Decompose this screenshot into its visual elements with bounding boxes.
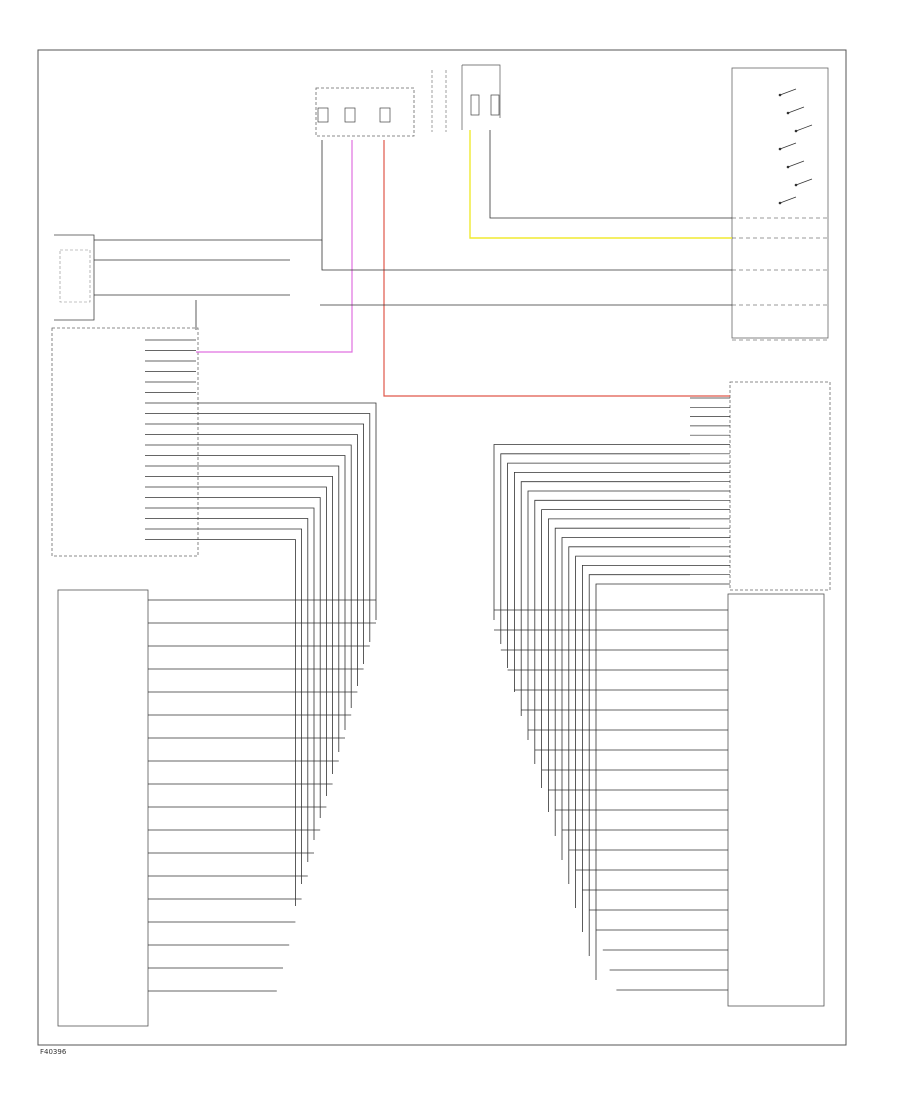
left-bus-wire <box>196 539 296 906</box>
left-bus-wire <box>196 434 358 686</box>
switch-pivot <box>778 93 782 97</box>
switch-contact <box>795 178 813 186</box>
right-bus-wire <box>534 499 690 764</box>
left-bus-wire <box>196 444 352 708</box>
switch-contact <box>795 124 813 132</box>
right-switch-module <box>494 593 825 1007</box>
left-bus-wire <box>196 413 371 642</box>
diagram-frame <box>37 49 847 1046</box>
fuse-feed-2 <box>321 240 732 271</box>
right-bus-wire <box>568 546 690 884</box>
right-bus-wire <box>588 574 690 956</box>
left-bus-wire <box>196 486 327 796</box>
switch-contact <box>787 160 805 168</box>
left-bus-wire <box>196 507 315 840</box>
switch-pivot <box>778 201 782 205</box>
yellow-wire-2 <box>489 130 732 219</box>
yellow-wire <box>469 130 732 239</box>
right-bus-wire <box>500 453 690 644</box>
fuse-block <box>315 70 447 137</box>
switch-pivot <box>786 165 790 169</box>
left-bus-wire <box>196 465 340 752</box>
right-bus-wire <box>527 490 690 740</box>
right-bus-wire <box>520 481 690 716</box>
left-bus-wire <box>196 518 309 862</box>
switch-contact <box>779 88 797 96</box>
left-connector <box>51 327 199 557</box>
switch-contact <box>787 106 805 114</box>
relay-box <box>461 64 501 130</box>
right-bus-wire <box>554 527 690 836</box>
diagram-id-label: F40396 <box>40 1048 67 1056</box>
right-connector <box>690 381 831 591</box>
fuse-feed-1 <box>94 140 323 241</box>
right-bus-wire <box>493 444 690 620</box>
right-bus-wire <box>514 472 690 692</box>
switch-assembly <box>731 67 829 341</box>
switch-contact <box>779 196 797 204</box>
left-bus-wire <box>196 528 302 884</box>
left-module <box>54 234 95 321</box>
right-bus-wire <box>582 565 690 932</box>
switch-pivot <box>786 111 790 115</box>
switch-contact <box>779 142 797 150</box>
right-bus-wire <box>575 555 690 908</box>
right-bus-wire <box>507 462 690 668</box>
left-switch-module <box>57 589 376 1027</box>
right-bus-wire <box>595 583 690 980</box>
right-bus-wire <box>541 509 690 788</box>
red-wire <box>383 140 730 397</box>
colored-wires <box>94 130 732 397</box>
left-bus-wire <box>196 476 333 774</box>
left-bus-wire <box>196 402 377 620</box>
switch-pivot <box>794 129 798 133</box>
right-bus-wire <box>561 537 690 860</box>
left-bus-wire <box>196 497 321 818</box>
switch-pivot <box>794 183 798 187</box>
left-bus-wire <box>196 423 364 664</box>
right-bus-wire <box>548 518 690 812</box>
pink-wire <box>196 140 353 353</box>
switch-pivot <box>778 147 782 151</box>
left-bus-wire <box>196 455 346 730</box>
